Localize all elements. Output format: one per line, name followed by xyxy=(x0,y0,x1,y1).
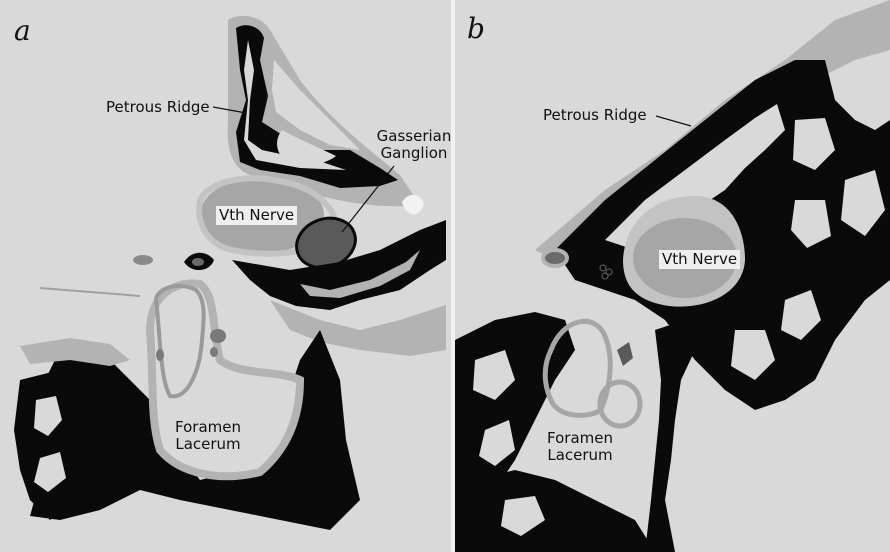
foramen-line1: Foramen xyxy=(540,430,620,447)
foramen-line2: Lacerum xyxy=(540,447,620,464)
panel-b-vth-nerve-label: Vth Nerve xyxy=(659,250,740,269)
panel-b-illustration xyxy=(455,0,890,552)
foramen-line2: Lacerum xyxy=(168,436,248,453)
small-vessel-1 xyxy=(133,255,153,265)
foramen-line1: Foramen xyxy=(168,419,248,436)
small-triangle xyxy=(617,342,633,366)
small-vessel-1 xyxy=(543,250,567,266)
panel-b-petrous-ridge-label: Petrous Ridge xyxy=(543,107,647,124)
gasserian-line1: Gasserian xyxy=(376,128,451,145)
small-vessel-3 xyxy=(210,329,226,343)
panel-a-vth-nerve-label: Vth Nerve xyxy=(216,206,297,225)
faint-line xyxy=(40,288,140,296)
panel-a: a Petrous Ridge Gasserian Ganglion Vth N… xyxy=(0,0,451,552)
panel-a-foramen-lacerum-label: Foramen Lacerum xyxy=(168,419,248,453)
panel-b-letter: b xyxy=(467,12,485,45)
middle-cartilage xyxy=(270,300,446,356)
small-vessel-4 xyxy=(210,347,218,357)
panel-a-gasserian-ganglion-label: Gasserian Ganglion xyxy=(376,128,451,162)
panel-a-letter: a xyxy=(14,14,31,47)
gasserian-line2: Ganglion xyxy=(376,145,451,162)
petrous-ridge-pointer xyxy=(656,116,691,126)
panel-a-petrous-ridge-label: Petrous Ridge xyxy=(106,99,210,116)
small-vessel-2 xyxy=(192,258,204,266)
small-ring xyxy=(600,382,640,426)
panel-b-foramen-lacerum-label: Foramen Lacerum xyxy=(540,430,620,464)
panel-a-illustration xyxy=(0,0,451,552)
panel-b: b Petrous Ridge Vth Nerve Foramen Laceru… xyxy=(455,0,890,552)
right-lower-bone xyxy=(645,320,695,552)
small-vessel-5 xyxy=(156,349,164,361)
bottom-bone xyxy=(455,470,655,552)
